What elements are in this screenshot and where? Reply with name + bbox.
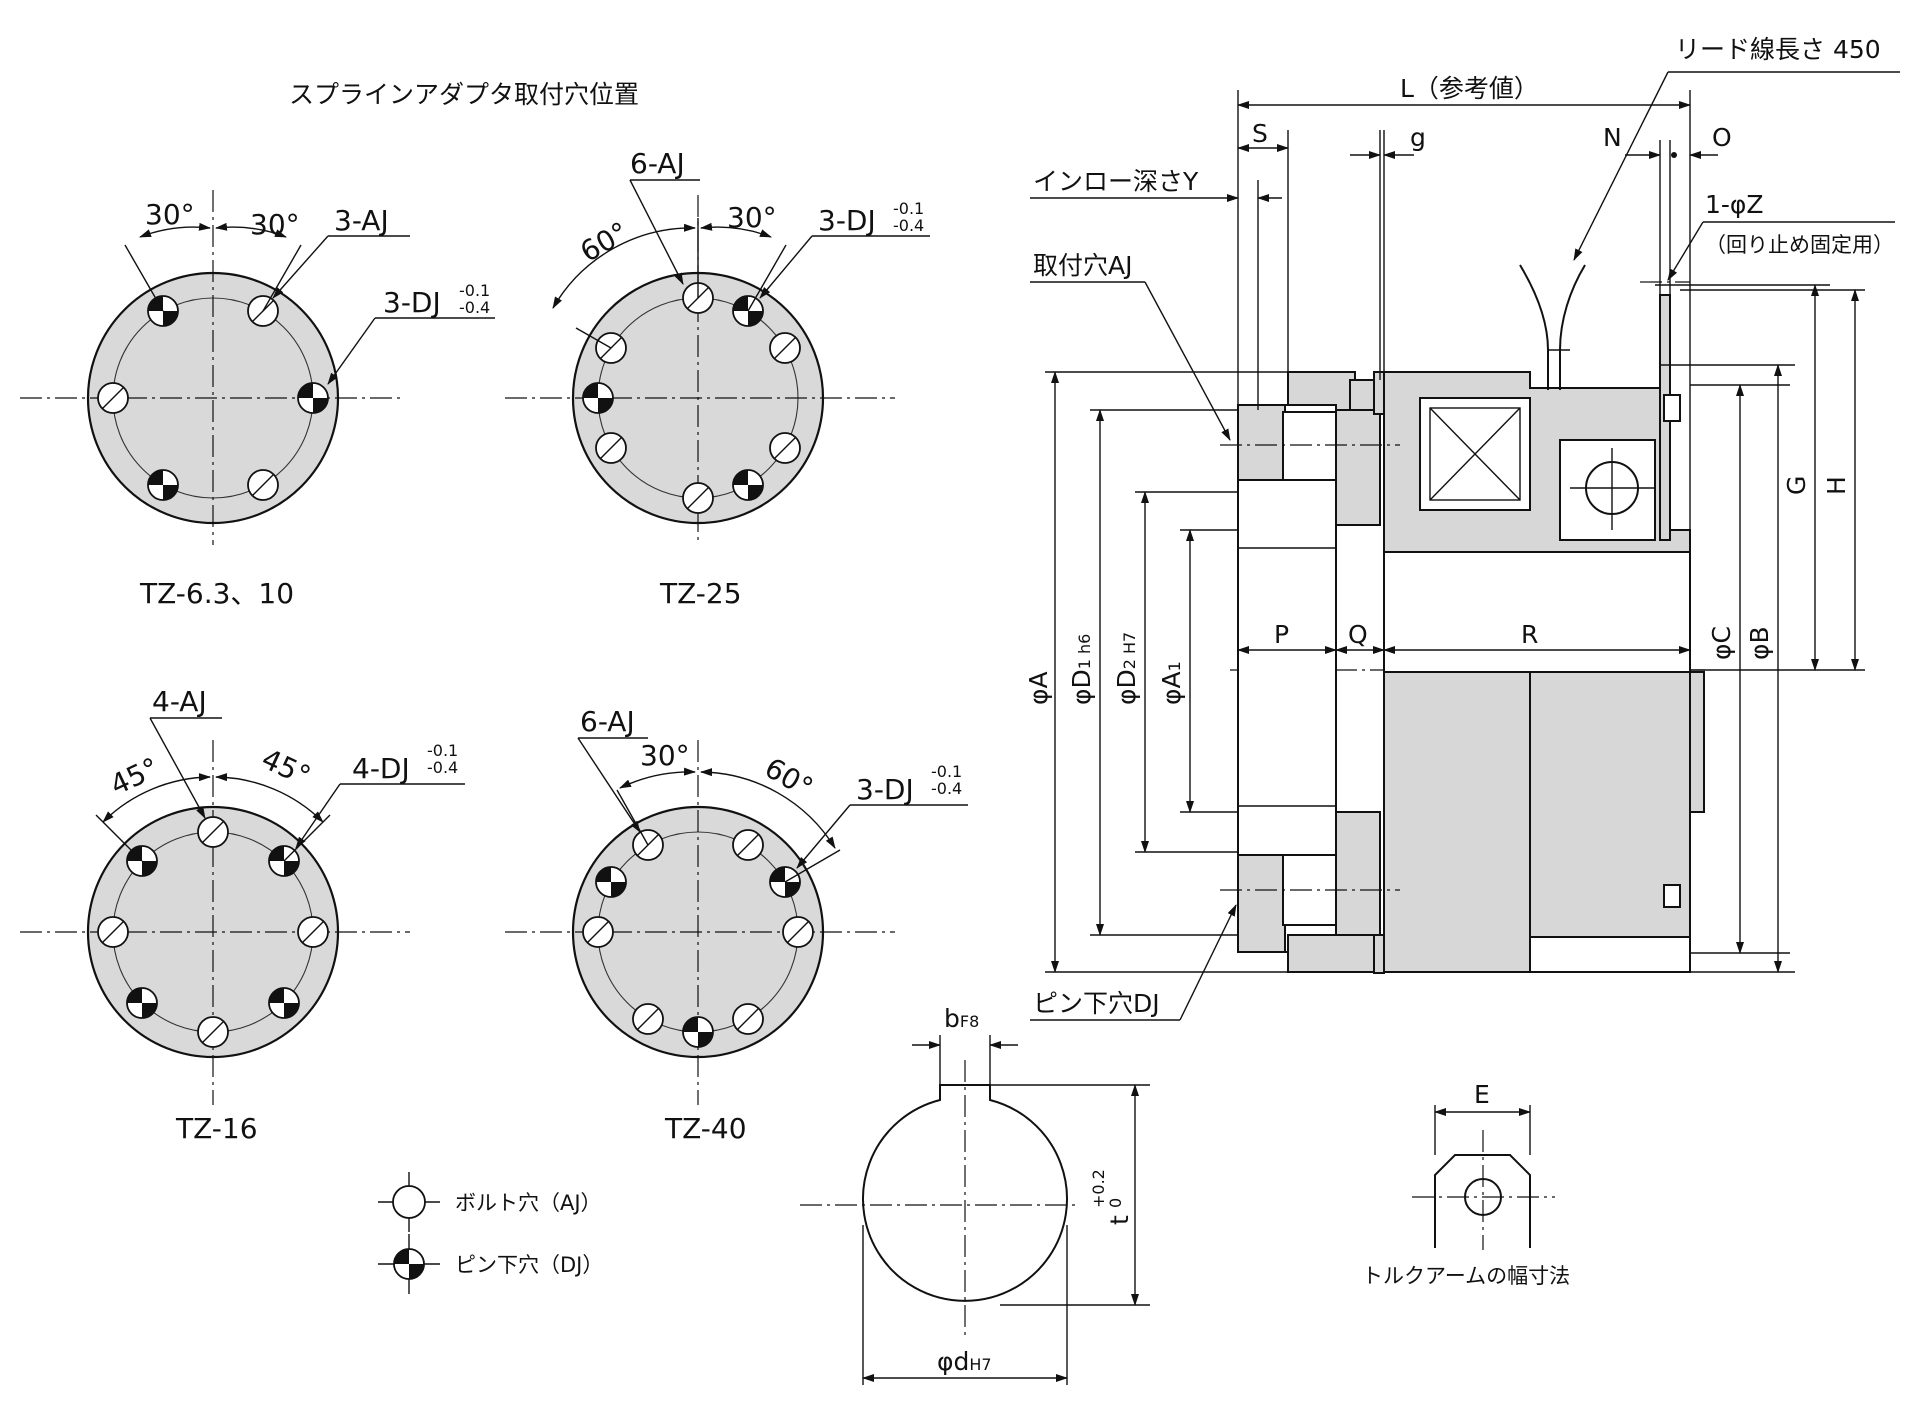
- tolerance-upper: -0.1: [427, 741, 458, 760]
- pin-hole: [595, 866, 627, 898]
- dim-g: g: [1410, 123, 1426, 152]
- bolt-hole: [769, 432, 801, 464]
- bolt-hole: [582, 916, 614, 948]
- dim-phiC: φC: [1707, 626, 1736, 660]
- pin-hole-callout: 4-DJ: [352, 752, 410, 785]
- tolerance-upper: -0.1: [893, 199, 924, 218]
- tolerance-lower: -0.4: [427, 758, 458, 777]
- mount-hole-label: 取付穴AJ: [1033, 251, 1132, 280]
- angle-label: 45°: [105, 751, 164, 802]
- pin-hole-label: ピン下穴DJ: [1033, 989, 1160, 1018]
- pin-hole: [682, 1016, 714, 1048]
- bolt-hole: [732, 829, 764, 861]
- tolerance-lower: -0.4: [931, 779, 962, 798]
- angle-label: 60°: [759, 751, 818, 804]
- dim-E: E: [1474, 1080, 1490, 1109]
- bolt-hole: [732, 1003, 764, 1035]
- torque-arm-shape: [1434, 1154, 1531, 1248]
- flange-diagram-tz-6-3-10: 30° 30° 3-AJ 3-DJ -0.1 -0.4 TZ-6.3、10: [20, 190, 495, 610]
- pin-hole-callout: 3-DJ: [818, 204, 876, 237]
- phiZ-label: 1-φZ: [1705, 190, 1764, 219]
- dim-Q: Q: [1348, 620, 1368, 649]
- dim-phiA1: φA1: [1157, 661, 1186, 705]
- bolt-hole: [97, 916, 129, 948]
- pin-hole: [147, 469, 179, 501]
- dim-L: L（参考値）: [1400, 74, 1539, 103]
- dim-b: bF8: [944, 1004, 979, 1033]
- dim-R: R: [1521, 620, 1538, 649]
- shaft-bore: [862, 1084, 1068, 1302]
- angle-label: 30°: [727, 201, 777, 234]
- side-view: L（参考値） S g N O リード線長さ 450 インロー深さY 取付穴AJ …: [1024, 35, 1900, 1021]
- dim-t: t: [1105, 1215, 1134, 1225]
- pin-hole: [732, 469, 764, 501]
- dim-t-upper: +0.2: [1089, 1169, 1108, 1208]
- dim-P: P: [1274, 620, 1289, 649]
- section-title: スプラインアダプタ取付穴位置: [289, 80, 639, 109]
- flange-diagram-tz-25: 60° 30° 6-AJ 3-DJ -0.1 -0.4 TZ-25: [505, 147, 930, 610]
- angle-label: 30°: [250, 208, 300, 241]
- pin-hole-symbol: [393, 1248, 425, 1280]
- dim-phiD2: φD2 H7: [1112, 632, 1141, 705]
- bolt-hole-callout: 6-AJ: [630, 147, 685, 180]
- hole-legend: ボルト穴（AJ） ピン下穴（DJ）: [378, 1172, 603, 1294]
- tolerance-upper: -0.1: [459, 281, 490, 300]
- dim-O: O: [1712, 123, 1732, 152]
- pin-hole-callout: 3-DJ: [383, 286, 441, 319]
- bolt-hole-callout: 4-AJ: [152, 685, 207, 718]
- torque-arm-detail: E トルクアームの幅寸法: [1362, 1080, 1570, 1288]
- pin-hole-callout: 3-DJ: [856, 773, 914, 806]
- phiZ-note: （回り止め固定用）: [1705, 233, 1894, 257]
- dim-H: H: [1822, 476, 1851, 495]
- dim-phiA: φA: [1024, 671, 1053, 705]
- bolt-hole: [595, 432, 627, 464]
- lead-wire: [1559, 264, 1586, 390]
- angle-label: 60°: [575, 215, 634, 268]
- dim-phiD1: φD1 h6: [1067, 634, 1096, 705]
- dim-phiB: φB: [1745, 626, 1774, 660]
- bolt-hole: [297, 916, 329, 948]
- dim-phid: φdH7: [937, 1347, 992, 1376]
- lead-wire-label: リード線長さ 450: [1675, 35, 1881, 64]
- torque-arm-caption: トルクアームの幅寸法: [1362, 1264, 1570, 1288]
- flange-left-bottom: [1335, 811, 1381, 936]
- bolt-hole: [197, 1016, 229, 1048]
- pin-hole: [126, 987, 158, 1019]
- tolerance-lower: -0.4: [459, 298, 490, 317]
- bolt-hole-symbol: [392, 1185, 426, 1219]
- tolerance-lower: -0.4: [893, 216, 924, 235]
- pin-hole: [297, 382, 329, 414]
- model-label: TZ-40: [664, 1112, 747, 1145]
- legend-pin-hole: ピン下穴（DJ）: [455, 1253, 603, 1277]
- dim-t-lower: 0: [1106, 1198, 1125, 1208]
- bolt-hole: [97, 382, 129, 414]
- model-label: TZ-25: [659, 577, 742, 610]
- legend-bolt-hole: ボルト穴（AJ）: [455, 1191, 602, 1215]
- dim-N: N: [1603, 123, 1622, 152]
- bolt-hole: [769, 332, 801, 364]
- bolt-hole-callout: 3-AJ: [334, 204, 389, 237]
- dim-G: G: [1782, 476, 1811, 495]
- bore-detail: bF8 t +0.2 0 φdH7: [800, 1004, 1150, 1385]
- model-label: TZ-6.3、10: [139, 577, 294, 610]
- bolt-hole: [782, 916, 814, 948]
- pin-hole: [268, 987, 300, 1019]
- bolt-hole: [247, 469, 279, 501]
- bolt-hole-callout: 6-AJ: [580, 705, 635, 738]
- bolt-hole: [682, 482, 714, 514]
- tolerance-upper: -0.1: [931, 762, 962, 781]
- flange-diagram-tz-40: 30° 60° 6-AJ 3-DJ -0.1 -0.4 TZ-40: [505, 705, 968, 1145]
- pin-hole: [582, 382, 614, 414]
- angle-label: 30°: [145, 198, 195, 231]
- dim-S: S: [1252, 119, 1268, 148]
- bolt-hole: [632, 1003, 664, 1035]
- bolt-hole: [197, 816, 229, 848]
- flange-diagram-tz-16: 45° 45° 4-AJ 4-DJ -0.1 -0.4 TZ-16: [20, 685, 465, 1145]
- angle-label: 30°: [640, 739, 690, 772]
- model-label: TZ-16: [175, 1112, 258, 1145]
- inlow-depth-label: インロー深さY: [1033, 167, 1199, 196]
